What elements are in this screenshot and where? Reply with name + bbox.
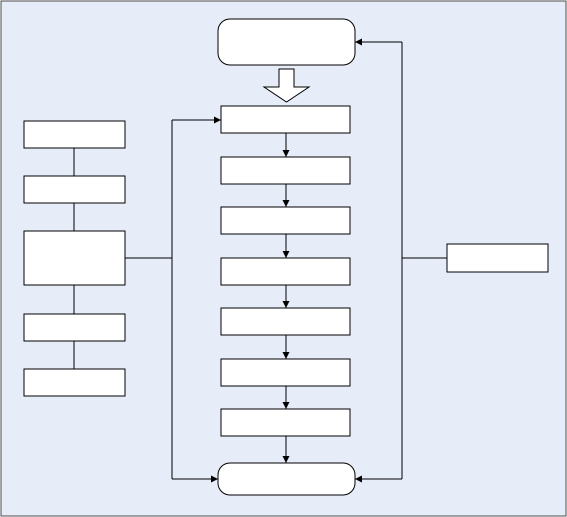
right-item: [446, 243, 549, 273]
start-box: [217, 18, 356, 66]
right-bracket-connector: [355, 38, 447, 483]
left-item: [23, 120, 126, 149]
left-item-box: [23, 175, 126, 204]
end-box: [217, 462, 356, 496]
left-item: [23, 368, 126, 397]
left-item-box: [23, 313, 126, 342]
process-step: [220, 105, 351, 134]
process-step-box: [220, 105, 351, 134]
process-step-box: [220, 206, 351, 235]
process-step: [220, 156, 351, 185]
process-step-box: [220, 408, 351, 437]
left-item-box: [23, 120, 126, 149]
process-step: [220, 307, 351, 336]
process-step: [220, 257, 351, 286]
hollow-down-arrow-icon: [262, 68, 311, 103]
right-item-box: [446, 243, 549, 273]
left-item: [23, 230, 126, 286]
process-step: [220, 358, 351, 387]
process-steps: [220, 105, 351, 437]
process-step-box: [220, 257, 351, 286]
process-step: [220, 408, 351, 437]
process-step-box: [220, 156, 351, 185]
left-item-box: [23, 230, 126, 286]
process-step-box: [220, 358, 351, 387]
end-box-shape: [217, 462, 356, 496]
left-items: [23, 120, 126, 397]
left-item-box: [23, 368, 126, 397]
start-box-shape: [217, 18, 356, 66]
left-item: [23, 175, 126, 204]
process-step-box: [220, 307, 351, 336]
left-bracket-connector: [125, 116, 221, 483]
left-item: [23, 313, 126, 342]
process-step: [220, 206, 351, 235]
